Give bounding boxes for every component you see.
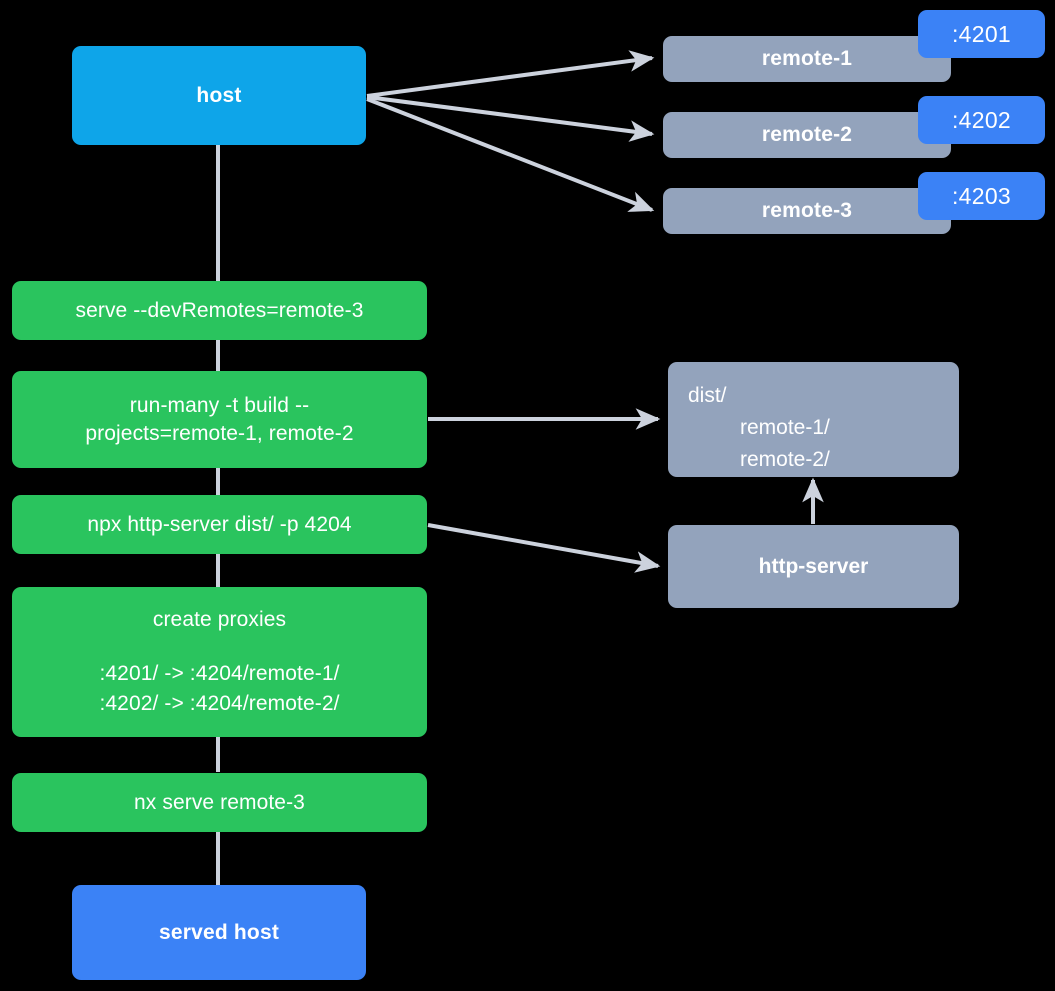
node-dist-child-remote-1: remote-1/ [740, 415, 830, 439]
command-create-proxies[interactable]: create proxies :4201/ -> :4204/remote-1/… [12, 587, 427, 737]
command-run-many-build[interactable]: run-many -t build -- projects=remote-1, … [12, 371, 427, 468]
node-host[interactable]: host [72, 46, 366, 145]
badge-remote-2-port[interactable]: :4202 [918, 96, 1045, 144]
command-create-proxies-label: create proxies [152, 607, 287, 631]
node-dist-root-label: dist/ [688, 384, 727, 407]
edge-host-to-remote-1 [366, 50, 655, 98]
node-host-label: host [196, 83, 242, 107]
command-run-many-build-label: run-many -t build -- projects=remote-1, … [85, 394, 354, 445]
command-serve-devremotes[interactable]: serve --devRemotes=remote-3 [12, 281, 427, 340]
command-create-proxies-detail: :4201/ -> :4204/remote-1/ :4202/ -> :420… [99, 661, 340, 715]
node-http-server-label: http-server [758, 554, 869, 578]
node-remote-1-label: remote-1 [761, 47, 853, 71]
badge-remote-2-port-label: :4202 [951, 106, 1012, 133]
node-served-host[interactable]: served host [72, 885, 366, 980]
node-http-server[interactable]: http-server [668, 525, 959, 608]
badge-remote-1-port-label: :4201 [951, 20, 1012, 47]
command-npx-http-server[interactable]: npx http-server dist/ -p 4204 [12, 495, 427, 554]
badge-remote-3-port[interactable]: :4203 [918, 172, 1045, 220]
node-remote-3[interactable]: remote-3 [663, 188, 951, 234]
node-remote-2-label: remote-2 [761, 123, 853, 147]
edge-host-to-remote-2 [366, 95, 655, 142]
command-nx-serve-remote-3[interactable]: nx serve remote-3 [12, 773, 427, 832]
edge-npx-to-httpserver [427, 523, 661, 573]
node-dist-child-remote-2: remote-2/ [740, 447, 830, 471]
node-remote-1[interactable]: remote-1 [663, 36, 951, 82]
command-nx-serve-remote-3-label: nx serve remote-3 [134, 790, 305, 814]
node-remote-3-label: remote-3 [761, 199, 853, 223]
command-serve-devremotes-label: serve --devRemotes=remote-3 [75, 298, 364, 322]
edge-host-to-remote-3 [366, 97, 655, 212]
node-dist-folder[interactable]: dist/ remote-1/ remote-2/ [668, 362, 959, 477]
command-npx-http-server-label: npx http-server dist/ -p 4204 [87, 512, 352, 536]
badge-remote-3-port-label: :4203 [951, 182, 1012, 209]
badge-remote-1-port[interactable]: :4201 [918, 10, 1045, 58]
node-served-host-label: served host [158, 920, 280, 944]
node-remote-2[interactable]: remote-2 [663, 112, 951, 158]
